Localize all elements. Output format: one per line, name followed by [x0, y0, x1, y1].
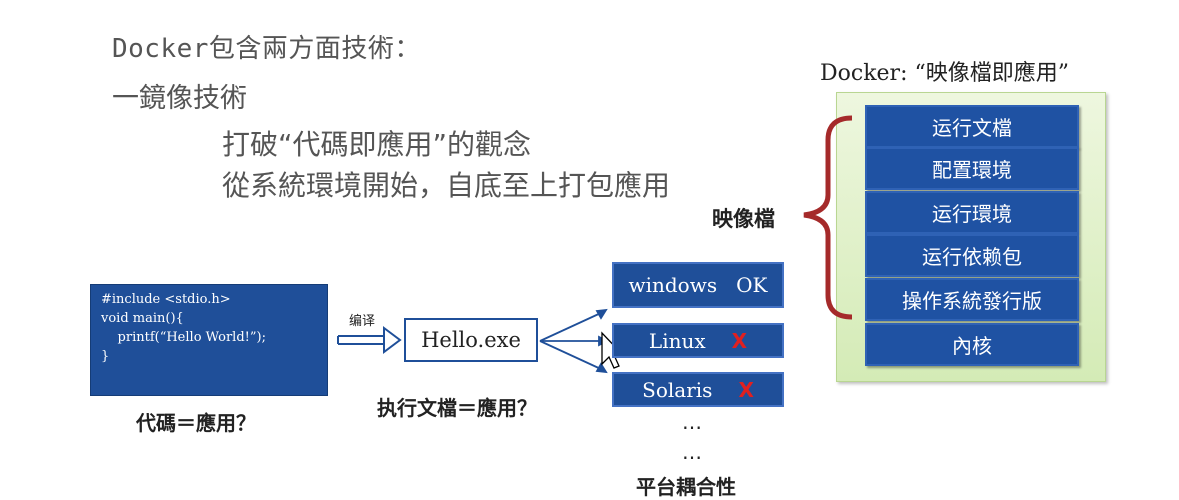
point-2: 從系統環境開始，自底至上打包應用: [222, 169, 671, 202]
platform-arrows: [539, 308, 610, 374]
code-line: #include <stdio.h>: [101, 292, 231, 307]
layer-runtime-env: 运行環境: [865, 191, 1079, 234]
platform-solaris: Solaris X: [612, 372, 784, 407]
code-line: void main(){: [101, 311, 184, 326]
platform-windows: windows OK: [612, 262, 784, 308]
point-1: 打破“代碼即應用”的觀念: [222, 128, 532, 161]
platform-name: Solaris: [642, 377, 713, 402]
platform-name: Linux: [648, 328, 706, 353]
ellipsis-1: …: [682, 410, 702, 434]
x-mark-icon: X: [738, 377, 754, 402]
platform-linux: Linux X: [612, 323, 784, 358]
layer-dependencies: 运行依赖包: [865, 234, 1079, 277]
exe-box: Hello.exe: [404, 318, 538, 362]
code-caption: 代碼＝應用？: [136, 411, 256, 435]
layer-kernel: 內核: [865, 323, 1079, 366]
layer-os-distro: 操作系統發行版: [865, 278, 1079, 321]
x-mark-icon: X: [731, 328, 748, 353]
layer-config-env: 配置環境: [865, 147, 1079, 190]
code-line: }: [101, 349, 110, 364]
image-layer-panel: 运行文檔 配置環境 运行環境 运行依赖包 操作系統發行版 內核: [836, 92, 1106, 382]
subheading: 一鏡像技術: [112, 83, 247, 114]
docker-image-title: Docker: “映像檔即應用”: [820, 61, 1069, 86]
brace: [803, 115, 853, 320]
image-label: 映像檔: [712, 207, 775, 231]
code-line: printf(“Hello World!”);: [101, 330, 266, 345]
platform-caption: 平台耦合性: [636, 475, 736, 499]
compile-label: 编译: [349, 314, 376, 329]
heading: Docker包含兩方面技術：: [112, 34, 421, 64]
compile-arrow: [337, 326, 402, 354]
ellipsis-2: …: [682, 440, 702, 464]
platform-name: windows OK: [628, 273, 768, 297]
code-box: #include <stdio.h> void main(){ printf(“…: [90, 284, 328, 396]
exe-caption: 执行文檔＝應用？: [377, 396, 537, 420]
